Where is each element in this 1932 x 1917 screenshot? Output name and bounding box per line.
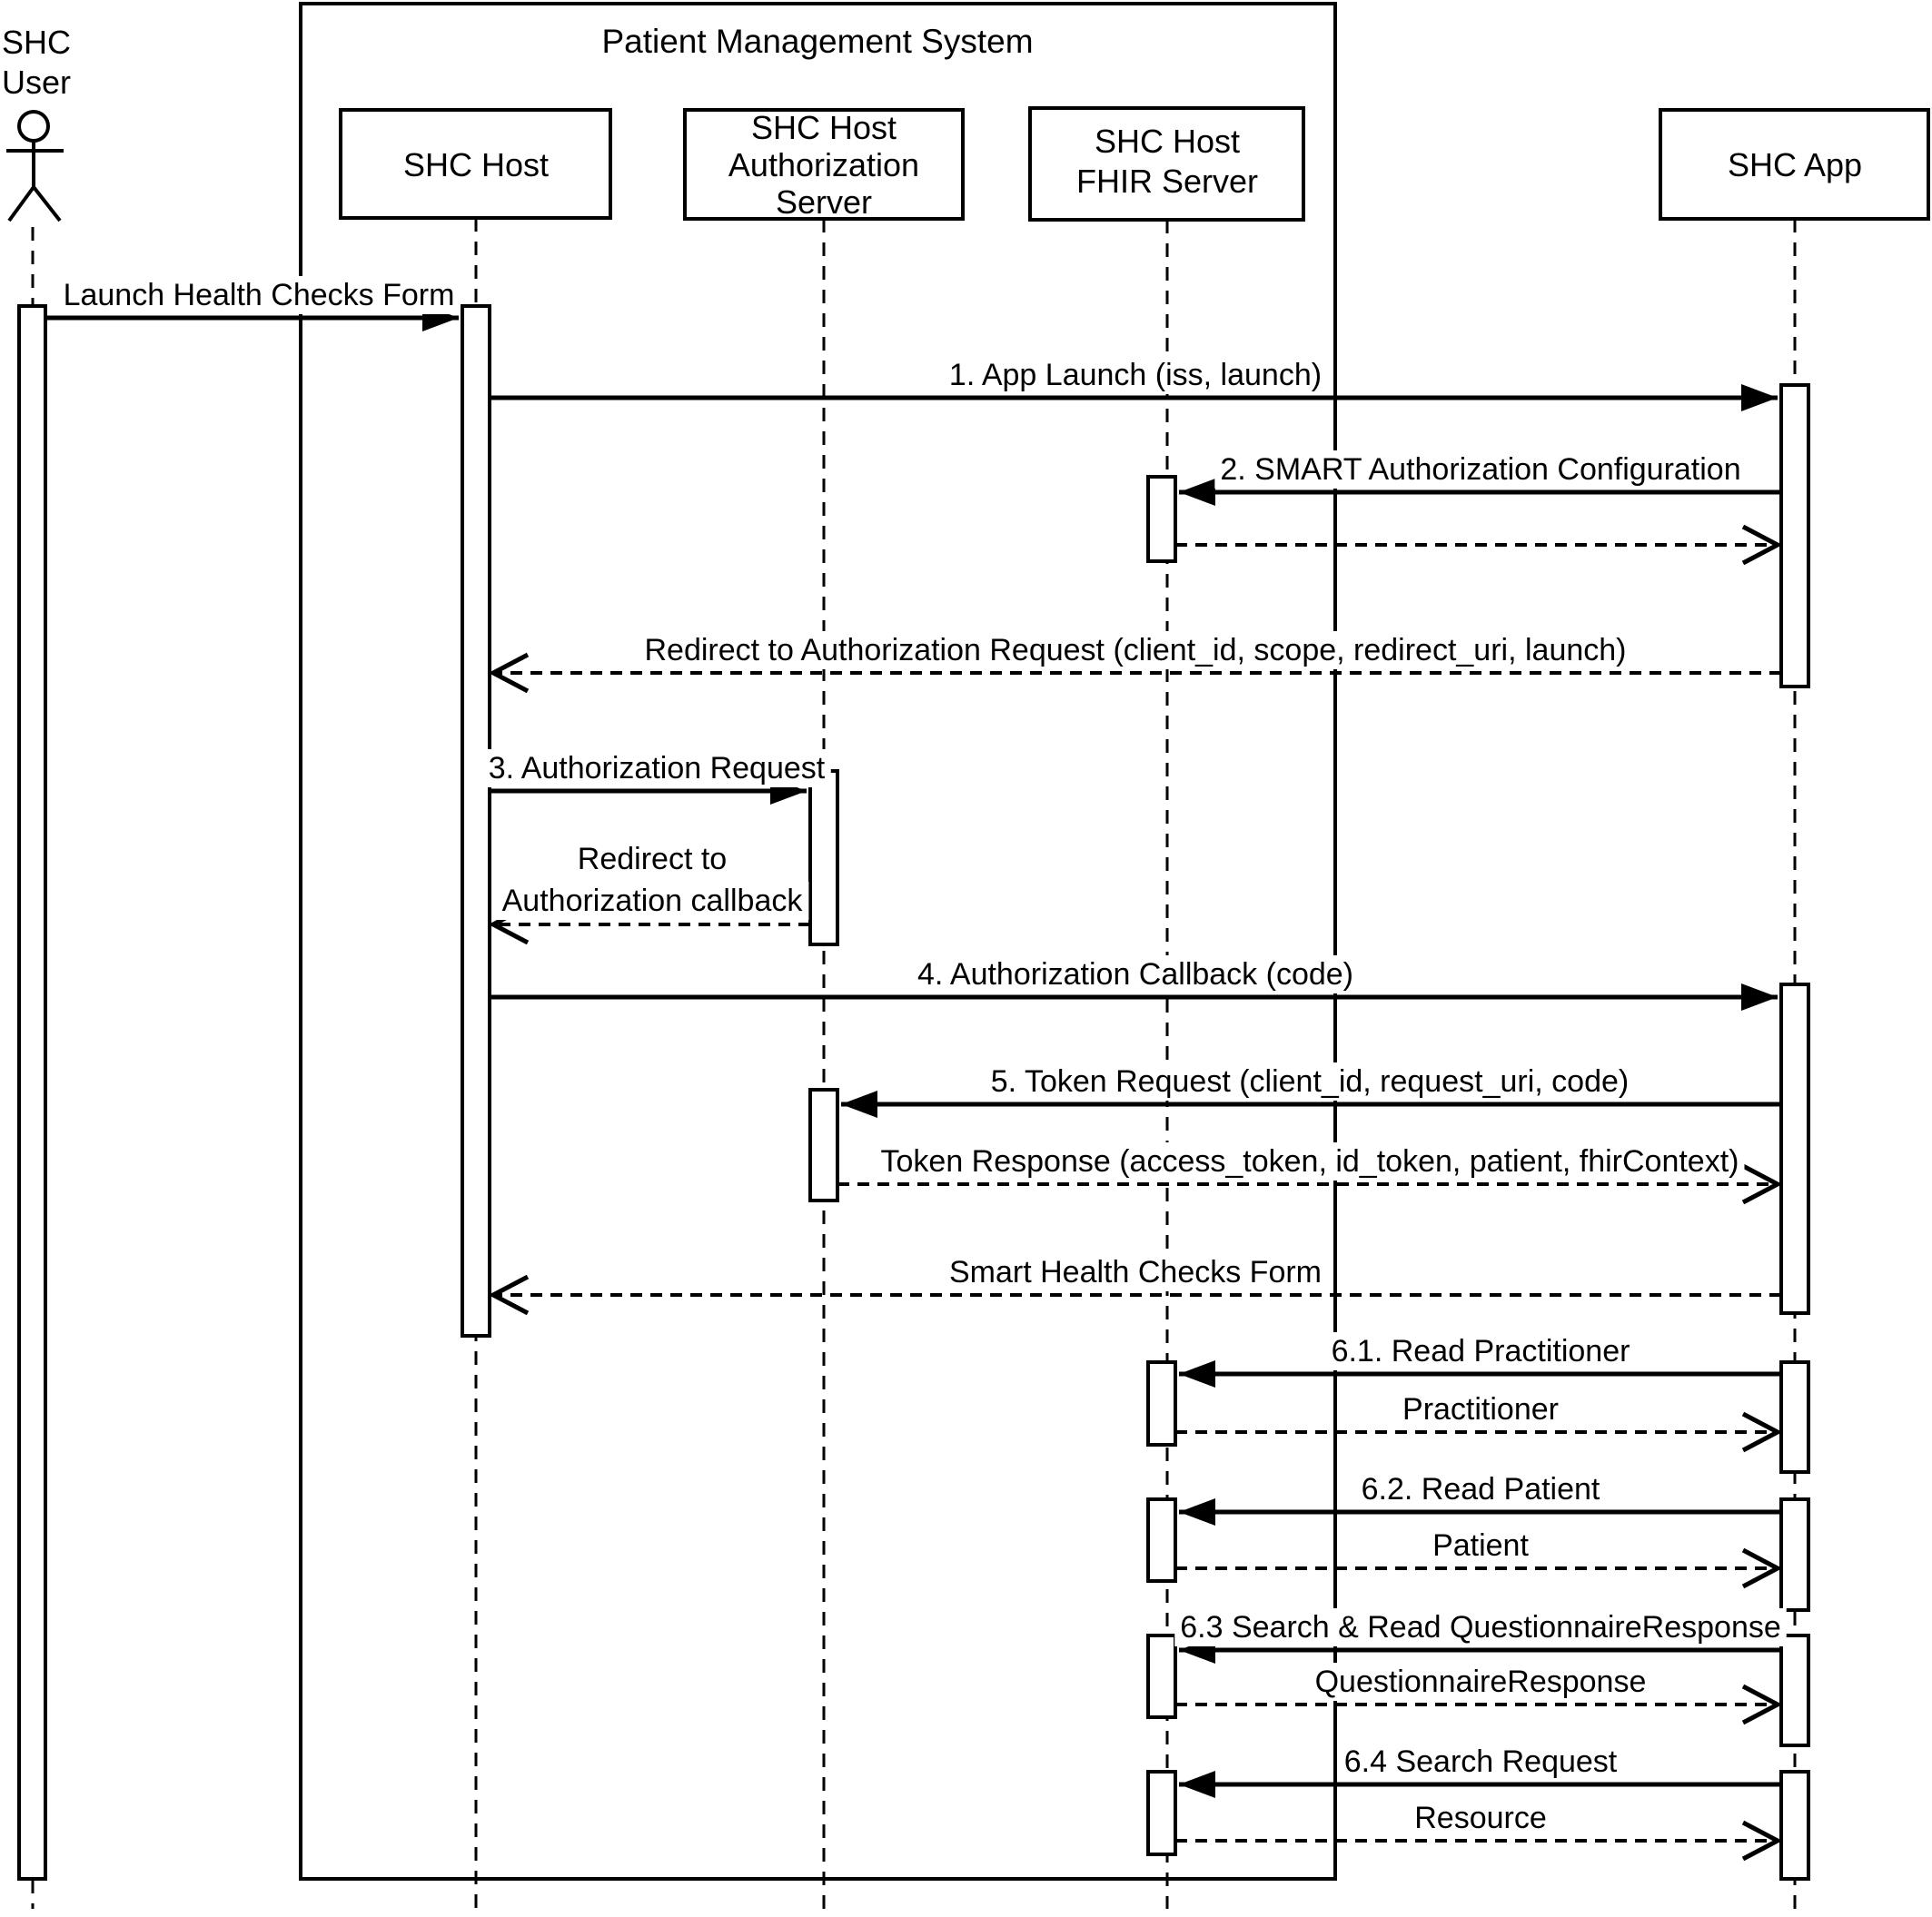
message-label-launch-form: Launch Health Checks Form [64,278,455,312]
activation-shc-app-5 [1779,1634,1810,1747]
actor-icon [6,110,64,222]
label-mask [1409,1799,1552,1837]
label-mask [875,1142,1745,1181]
activation-fhir-server-2 [1146,1360,1177,1447]
activation-fhir-server-5 [1146,1770,1177,1856]
activation-shc-app-3 [1779,1360,1810,1474]
label-mask [985,1062,1635,1101]
message-label-search-request: 6.4 Search Request [1344,1744,1618,1779]
activation-fhir-server-3 [1146,1497,1177,1583]
message-label-token-response: Token Response (access_token, id_token, … [881,1144,1739,1179]
label-mask [911,955,1360,993]
participant-box-shc-app [1659,108,1930,221]
activation-fhir-server-4 [1146,1634,1177,1719]
actor-head-icon [17,110,50,143]
actor-left-leg-icon [7,185,35,222]
message-label-smart-config: 2. SMART Authorization Configuration [1220,452,1740,487]
label-mask [1325,1332,1636,1370]
message-label-resource: Resource [1414,1801,1547,1835]
message-label-auth-request: 3. Authorization Request [489,751,826,786]
participant-label-fhir-server-line1: SHC Host [1095,123,1240,160]
activation-fhir-server-1 [1146,475,1177,563]
label-mask [571,840,733,878]
message-label-auth-callback: 4. Authorization Callback (code) [917,957,1353,992]
activation-shc-app-2 [1779,983,1810,1315]
participant-box-auth-server [683,108,965,221]
actor-label-line2: User [2,64,71,101]
participant-box-shc-host [339,108,612,220]
participant-box-fhir-server [1028,106,1305,222]
activation-auth-server-2 [808,1088,839,1202]
label-mask [943,356,1328,394]
label-mask [944,1253,1327,1291]
activation-shc-user [17,304,47,1881]
label-mask [1427,1527,1535,1565]
label-mask [1355,1470,1606,1508]
message-label-practitioner: Practitioner [1402,1392,1559,1427]
message-label-redirect-callback-line1: Redirect to [578,842,727,876]
message-label-search-read-qr: 6.3 Search & Read QuestionnaireResponse [1180,1610,1781,1645]
label-mask [482,749,831,787]
label-mask [1338,1743,1623,1781]
message-label-redirect-callback-line2: Authorization callback [502,884,804,918]
message-label-app-launch: 1. App Launch (iss, launch) [949,358,1322,392]
activation-shc-app-4 [1779,1497,1810,1612]
message-label-token-request: 5. Token Request (client_id, request_uri… [991,1064,1629,1099]
participant-label-shc-app: SHC App [1728,146,1862,183]
activation-auth-server-1 [808,769,839,946]
message-label-redirect-auth-request: Redirect to Authorization Request (clien… [644,633,1626,667]
actor-label-line1: SHC [2,24,71,61]
message-label-shc-form: Smart Health Checks Form [949,1255,1322,1290]
label-mask [639,631,1632,669]
label-mask [496,882,809,920]
participant-label-shc-host: SHC Host [403,146,549,183]
participant-label-auth-server-line2: Authorization [728,146,919,183]
label-mask [1174,1608,1787,1646]
participant-label-fhir-server-line2: FHIR Server [1076,163,1258,200]
message-label-read-patient: 6.2. Read Patient [1362,1472,1600,1507]
activation-shc-host [461,304,491,1338]
label-mask [1214,450,1747,489]
label-mask [1397,1390,1564,1428]
participant-label-auth-server-line1: SHC Host [751,109,897,146]
label-mask [57,276,461,314]
label-mask [1309,1663,1652,1701]
activation-shc-app-6 [1779,1770,1810,1881]
message-label-questionnaire-response: QuestionnaireResponse [1315,1665,1647,1699]
message-label-read-practitioner: 6.1. Read Practitioner [1332,1334,1630,1369]
message-label-patient: Patient [1432,1528,1529,1563]
frame-title: Patient Management System [601,23,1033,60]
participant-label-auth-server-line3: Server [776,183,872,221]
activation-shc-app-1 [1779,383,1810,688]
actor-right-leg-icon [32,185,62,222]
system-boundary-frame [299,2,1337,1881]
